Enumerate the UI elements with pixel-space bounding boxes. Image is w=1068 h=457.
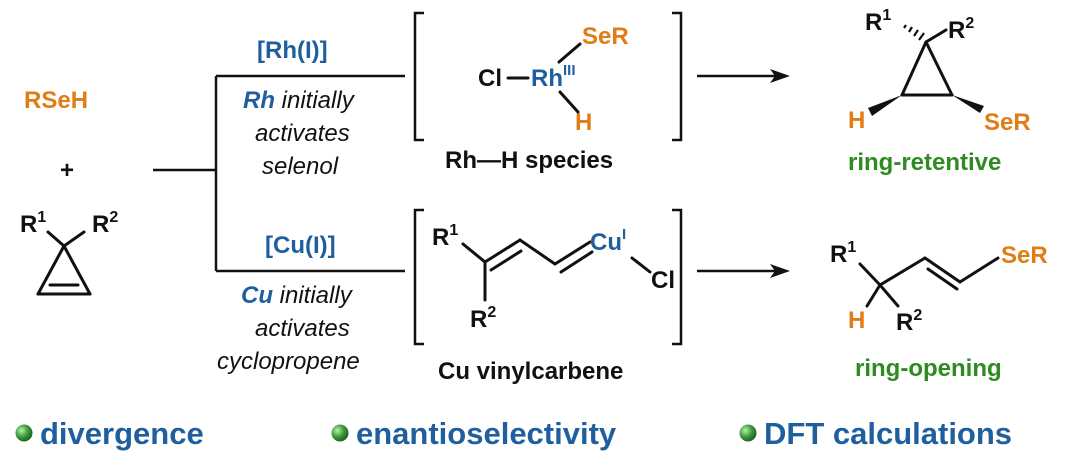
plus-sign: + (60, 157, 74, 184)
bond (865, 283, 882, 308)
rh-note-line2: activates (255, 120, 350, 147)
ring-retentive-label: ring-retentive (848, 149, 1001, 176)
bracket-left (413, 208, 424, 346)
bond (924, 40, 954, 97)
double-bond (489, 249, 523, 272)
r2-label: R2 (948, 15, 974, 44)
cu-note-line2: activates (255, 315, 350, 342)
highlight-dft-calculations: DFT calculations (764, 416, 1012, 451)
allyl-selenide-product: R1 H R2 SeR (830, 239, 1048, 336)
rh-h-species-label: Rh—H species (445, 147, 613, 174)
rh-note-line3: selenol (262, 153, 339, 180)
arrowhead-top (770, 69, 790, 83)
r2-label: R2 (896, 307, 922, 336)
cu-atom: CuI (590, 226, 626, 256)
bond (62, 244, 92, 296)
arrowhead-bottom (770, 264, 790, 278)
wedge-bond (952, 95, 984, 113)
bond (630, 256, 652, 274)
cu-note-line1: Cu initially (241, 282, 354, 309)
cl-atom: Cl (651, 267, 675, 294)
h-atom: H (848, 107, 865, 134)
ser-ligand: SeR (582, 23, 629, 50)
bond (878, 283, 900, 308)
r1-label: R1 (432, 222, 458, 251)
bond (958, 256, 1000, 284)
cu-catalyst-label: [Cu(I)] (265, 232, 336, 259)
h-atom: H (848, 307, 865, 334)
bond (46, 230, 66, 248)
rh-note-line1: Rh initially (243, 87, 356, 114)
h-ligand: H (575, 109, 592, 136)
r2-label: R2 (470, 304, 496, 333)
bond (557, 42, 582, 64)
rh-catalyst-label: [Rh(I)] (257, 37, 328, 64)
bond (553, 240, 592, 266)
wedge-bond (868, 95, 902, 116)
r1-label: R1 (20, 209, 46, 238)
bracket-left (413, 11, 424, 142)
bond (36, 244, 66, 296)
bond (900, 40, 928, 97)
highlight-enantioselectivity: enantioselectivity (356, 416, 617, 451)
cyclopropyl-selenide-product: R1 R2 H SeR (848, 7, 1031, 136)
bond (62, 230, 86, 248)
bracket-right (672, 208, 683, 346)
ser-group: SeR (984, 109, 1031, 136)
bond (923, 256, 962, 284)
bullet-icon (15, 424, 33, 442)
bond (558, 90, 580, 114)
ring-opening-label: ring-opening (855, 355, 1002, 382)
double-bond (926, 267, 959, 291)
rh-hydride-complex: Cl RhIII SeR H (478, 23, 629, 136)
bond (924, 28, 948, 44)
bond (518, 238, 557, 266)
bond (461, 242, 487, 264)
bullet-icon (739, 424, 757, 442)
highlight-divergence: divergence (40, 416, 204, 451)
cu-vinylcarbene-label: Cu vinylcarbene (438, 358, 623, 385)
bond (858, 262, 882, 287)
rh-atom: RhIII (531, 62, 576, 92)
hashed-bond (903, 24, 925, 41)
ser-group: SeR (1001, 242, 1048, 269)
bond (483, 238, 522, 264)
selenol-label: RSeH (24, 87, 88, 114)
cu-note-line3: cyclopropene (217, 348, 360, 375)
bond (878, 256, 927, 287)
r1-label: R1 (865, 7, 891, 36)
cu-vinylcarbene: R1 R2 CuI Cl (432, 222, 675, 333)
cyclopropene-reactant: R1 R2 (20, 209, 118, 296)
bracket-right (672, 11, 683, 142)
double-bond (559, 250, 594, 274)
r2-label: R2 (92, 209, 118, 238)
cl-atom: Cl (478, 65, 502, 92)
r1-label: R1 (830, 239, 856, 268)
bullet-icon (331, 424, 349, 442)
